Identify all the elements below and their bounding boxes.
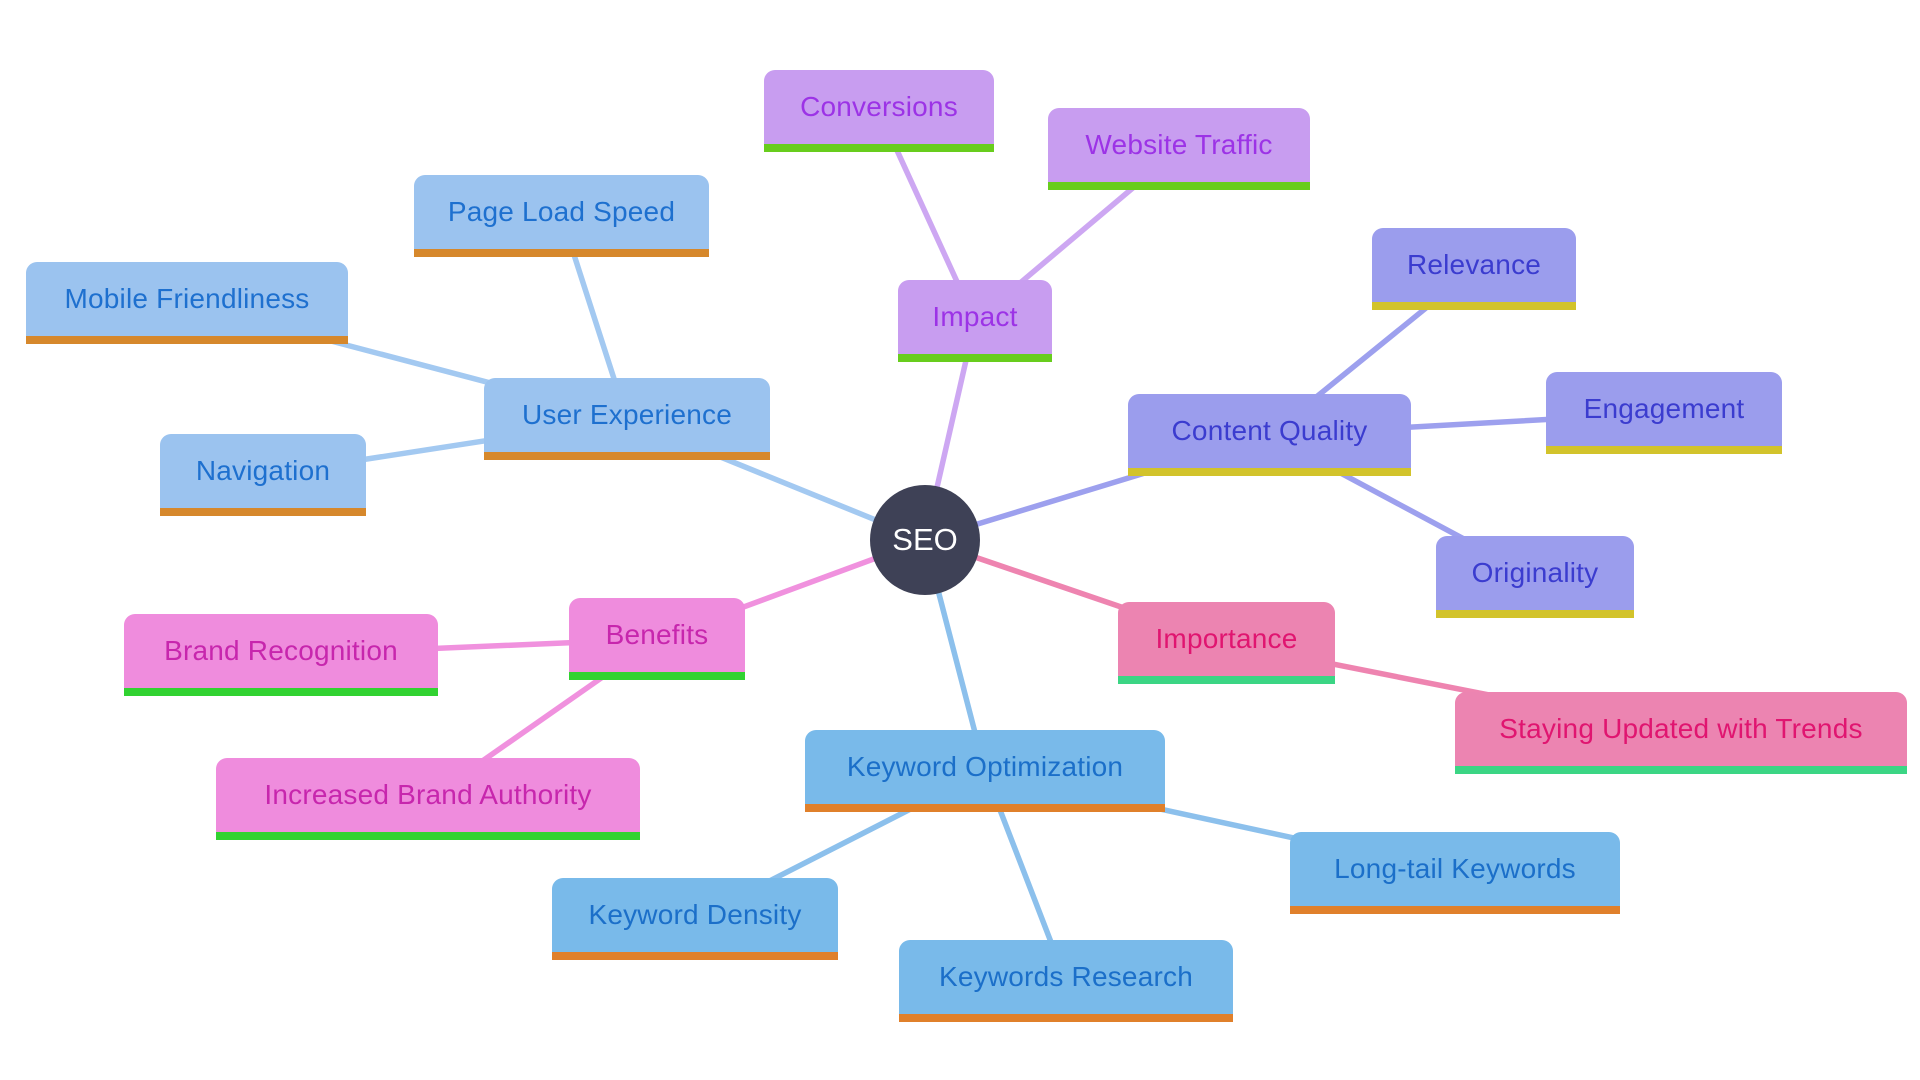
topic-node-label: User Experience [522, 399, 732, 430]
topic-node-label: Increased Brand Authority [264, 779, 592, 810]
topic-node-keywords-research[interactable]: Keywords Research [899, 940, 1233, 1022]
topic-node-relevance[interactable]: Relevance [1372, 228, 1576, 310]
topic-node-increased-brand-authority[interactable]: Increased Brand Authority [216, 758, 640, 840]
topic-node-impact[interactable]: Impact [898, 280, 1052, 362]
topic-node-label: Engagement [1583, 393, 1745, 424]
topic-node-label: Impact [932, 301, 1018, 332]
topic-node-staying-updated[interactable]: Staying Updated with Trends [1455, 692, 1907, 774]
topic-node-keyword-optimization[interactable]: Keyword Optimization [805, 730, 1165, 812]
topic-node-label: Keyword Optimization [846, 751, 1124, 782]
topic-node-long-tail-keywords[interactable]: Long-tail Keywords [1290, 832, 1620, 914]
topic-node-label: Importance [1155, 623, 1298, 654]
topic-node-label: Brand Recognition [164, 635, 398, 666]
topic-node-label: Content Quality [1171, 415, 1368, 446]
topic-node-website-traffic[interactable]: Website Traffic [1048, 108, 1310, 190]
topic-node-user-experience[interactable]: User Experience [484, 378, 770, 460]
topic-node-brand-recognition[interactable]: Brand Recognition [124, 614, 438, 696]
topic-node-label: Page Load Speed [447, 196, 676, 227]
topic-node-label: Website Traffic [1085, 129, 1273, 160]
topic-node-page-load-speed[interactable]: Page Load Speed [414, 175, 709, 257]
topic-node-content-quality[interactable]: Content Quality [1128, 394, 1411, 476]
topic-node-conversions[interactable]: Conversions [764, 70, 994, 152]
topic-node-navigation[interactable]: Navigation [160, 434, 366, 516]
topic-node-originality[interactable]: Originality [1436, 536, 1634, 618]
topic-node-benefits[interactable]: Benefits [569, 598, 745, 680]
topic-node-label: Keyword Density [588, 899, 802, 930]
topic-node-label: Staying Updated with Trends [1499, 713, 1863, 744]
topic-node-engagement[interactable]: Engagement [1546, 372, 1782, 454]
topic-node-label: Originality [1471, 557, 1599, 588]
topic-node-importance[interactable]: Importance [1118, 602, 1335, 684]
topic-node-label: Benefits [605, 619, 709, 650]
topic-node-label: Keywords Research [939, 961, 1193, 992]
topic-node-label: Long-tail Keywords [1334, 853, 1576, 884]
central-topic-node-seo[interactable]: SEO [870, 485, 980, 595]
topic-node-label: Mobile Friendliness [64, 283, 310, 314]
topic-node-label: Navigation [195, 455, 331, 486]
topic-node-mobile-friendliness[interactable]: Mobile Friendliness [26, 262, 348, 344]
topic-node-label: Conversions [800, 91, 958, 122]
topic-node-label: Relevance [1406, 249, 1542, 280]
topic-node-keyword-density[interactable]: Keyword Density [552, 878, 838, 960]
central-topic-label: SEO [892, 522, 958, 557]
